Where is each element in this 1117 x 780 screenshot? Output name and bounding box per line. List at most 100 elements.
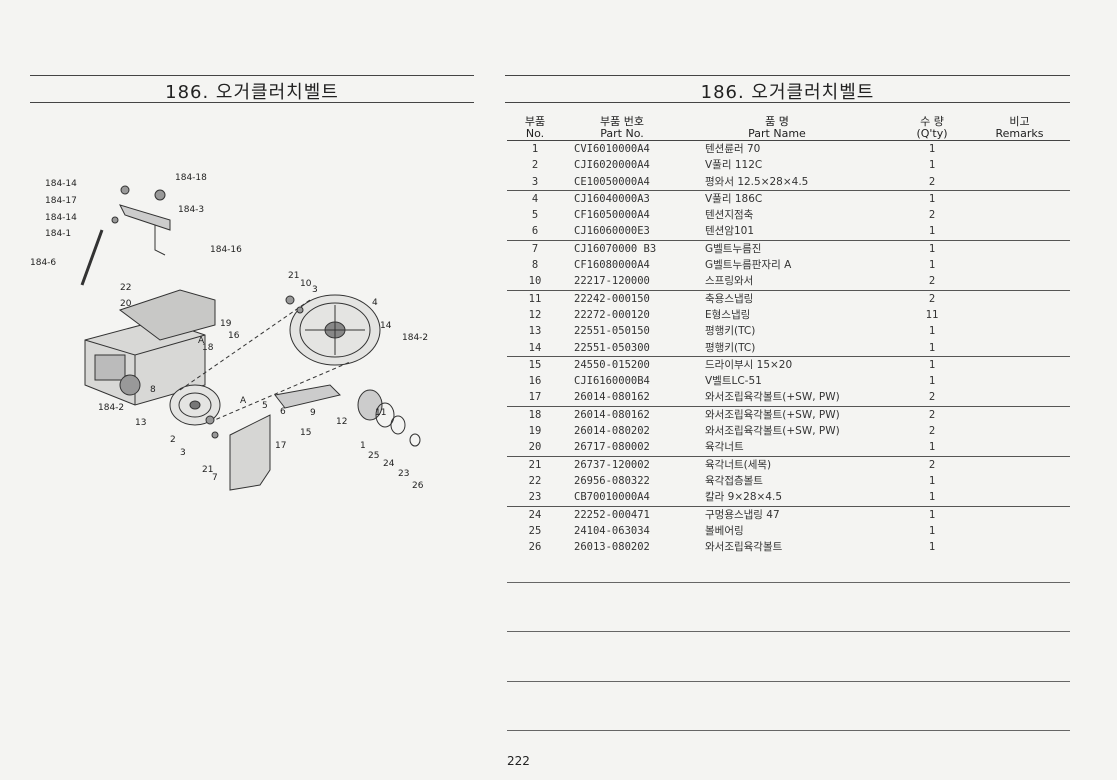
row-number: 11 xyxy=(528,292,542,305)
row-quantity: 2 xyxy=(928,391,936,404)
table-row: 6 CJ16060000E3 텐션암101 1 xyxy=(507,223,1070,241)
row-quantity: 1 xyxy=(928,192,936,205)
row-quantity: 1 xyxy=(928,508,936,521)
row-part-number: 22252-000471 xyxy=(574,508,650,521)
row-part-name: 평행키(TC) xyxy=(705,325,756,338)
row-number: 15 xyxy=(528,358,542,371)
row-quantity: 1 xyxy=(928,325,936,338)
row-number: 23 xyxy=(528,491,542,504)
row-quantity: 1 xyxy=(928,225,936,238)
row-number: 17 xyxy=(528,391,542,404)
row-quantity: 2 xyxy=(928,408,936,421)
header-part-ko: 부품 번호 xyxy=(600,115,644,128)
row-part-number: 26013-080202 xyxy=(574,541,650,554)
row-quantity: 2 xyxy=(928,275,936,288)
row-part-name: 볼베어링 xyxy=(705,524,744,537)
row-part-name: E형스냅링 xyxy=(705,308,751,321)
row-number: 2 xyxy=(531,159,539,172)
row-quantity: 1 xyxy=(928,491,936,504)
row-part-number: CF16080000A4 xyxy=(574,259,650,272)
row-quantity: 1 xyxy=(928,143,936,155)
diagram-label: 23 xyxy=(398,469,409,479)
row-quantity: 2 xyxy=(928,292,936,305)
diagram-label: 4 xyxy=(372,298,378,308)
header-no-ko: 부품 xyxy=(524,115,546,128)
row-quantity: 1 xyxy=(928,375,936,388)
row-quantity: 1 xyxy=(928,341,936,354)
row-part-name: 텐션륜러 70 xyxy=(705,143,761,155)
blank-rule xyxy=(507,681,1070,682)
row-part-name: 육각너트 xyxy=(705,441,744,454)
row-number: 8 xyxy=(531,259,539,272)
row-number: 7 xyxy=(531,242,539,255)
row-part-name: 육각접층볼트 xyxy=(705,474,763,487)
row-part-name: 평와서 12.5×28×4.5 xyxy=(705,175,809,188)
row-quantity: 1 xyxy=(928,259,936,272)
diagram-label: 21 xyxy=(202,465,213,475)
parts-table: 부품 No. 부품 번호 Part No. 품 명 Part Name 수 량 … xyxy=(507,114,1070,555)
row-part-name: V풀리 112C xyxy=(705,159,763,172)
right-title-text: 186. 오거클러치벨트 xyxy=(700,82,875,103)
row-quantity: 1 xyxy=(928,524,936,537)
row-number: 16 xyxy=(528,375,542,388)
header-no-en: No. xyxy=(525,127,545,140)
row-part-number: 22551-050150 xyxy=(574,325,650,338)
row-quantity: 1 xyxy=(928,441,936,454)
diagram-label: 12 xyxy=(336,417,347,427)
diagram-label: 6 xyxy=(280,407,286,417)
row-part-number: CF16050000A4 xyxy=(574,209,650,222)
page-number: 222 xyxy=(507,754,530,768)
row-number: 14 xyxy=(528,341,542,354)
diagram-label: 184-18 xyxy=(175,173,207,183)
row-quantity: 2 xyxy=(928,175,936,188)
row-number: 13 xyxy=(528,325,542,338)
header-remarks: 비고 Remarks xyxy=(982,116,1057,140)
diagram-label: 22 xyxy=(120,283,131,293)
diagram-label: 184-14 xyxy=(45,179,77,189)
row-part-name: 와서조립육각볼트(+SW, PW) xyxy=(705,425,840,438)
exploded-parts-diagram: 184-14 184-17 184-14 184-1 184-6 184-18 … xyxy=(30,173,428,491)
blank-rule xyxy=(507,631,1070,632)
row-part-number: CVI6010000A4 xyxy=(574,143,650,155)
row-part-name: 평행키(TC) xyxy=(705,341,756,354)
row-part-name: 칼라 9×28×4.5 xyxy=(705,491,782,504)
row-number: 1 xyxy=(531,143,539,155)
row-part-name: V풀리 186C xyxy=(705,192,763,205)
row-part-name: G벨트누름진 xyxy=(705,242,762,255)
diagram-label: 184-17 xyxy=(45,196,77,206)
row-part-name: 텐션암101 xyxy=(705,225,755,238)
diagram-label: 9 xyxy=(310,408,316,418)
row-part-number: CE10050000A4 xyxy=(574,175,650,188)
row-number: 22 xyxy=(528,474,542,487)
row-quantity: 2 xyxy=(928,209,936,222)
row-quantity: 1 xyxy=(928,159,936,172)
row-number: 21 xyxy=(528,458,542,471)
header-name-en: Part Name xyxy=(748,127,806,140)
diagram-label: 184-16 xyxy=(210,245,242,255)
row-part-name: 구멍용스냅링 47 xyxy=(705,508,780,521)
diagram-label: 20 xyxy=(120,299,132,309)
diagram-label: 21 xyxy=(288,271,299,281)
row-part-number: CJ16060000E3 xyxy=(574,225,650,238)
diagram-label: 5 xyxy=(262,401,268,411)
diagram-label: 1 xyxy=(360,441,366,451)
row-part-number: CJI6020000A4 xyxy=(574,159,650,172)
row-quantity: 2 xyxy=(928,458,936,471)
row-number: 6 xyxy=(531,225,539,238)
diagram-label: 184-2 xyxy=(402,333,428,343)
title-top-rule xyxy=(30,75,474,76)
row-number: 24 xyxy=(528,508,542,521)
diagram-label: 24 xyxy=(383,459,395,469)
row-part-number: 22217-120000 xyxy=(574,275,650,288)
header-part: 부품 번호 Part No. xyxy=(567,116,677,140)
row-part-number: CJ16040000A3 xyxy=(574,192,650,205)
